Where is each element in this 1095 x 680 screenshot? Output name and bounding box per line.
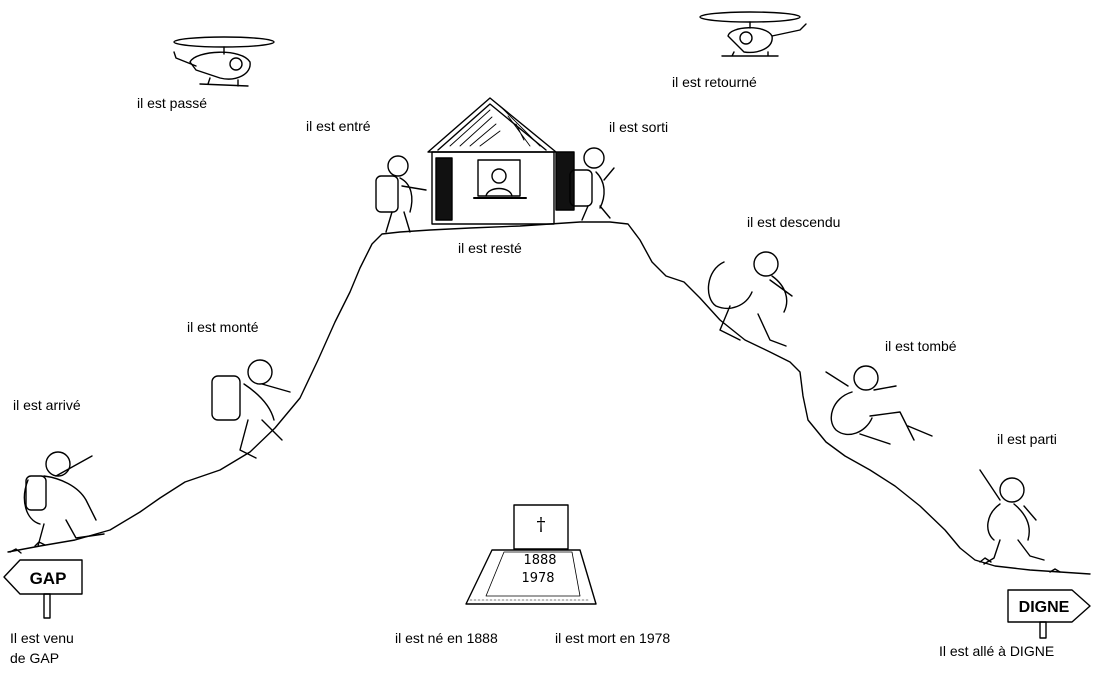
sign-digne — [1007, 589, 1091, 639]
label-venu-line1: Il est venu — [10, 630, 74, 646]
label-descendu: il est descendu — [747, 214, 841, 230]
hiker-figure — [23, 451, 105, 547]
hiker-figure — [211, 359, 291, 459]
label-sorti: il est sorti — [609, 119, 669, 135]
tombstone — [465, 504, 597, 605]
mountain-slope — [7, 221, 1091, 575]
tombstone-birth-year: 1888 — [523, 553, 556, 568]
sign-gap-text: GAP — [30, 569, 67, 588]
hiker-figure — [375, 155, 427, 233]
helicopter-icon — [173, 36, 275, 87]
label-retourne: il est retourné — [672, 74, 757, 90]
hiker-figure — [569, 147, 615, 221]
mountain-hut — [427, 97, 575, 225]
label-reste: il est resté — [458, 240, 522, 256]
label-venu-line2: de GAP — [10, 650, 60, 666]
label-tombe: il est tombé — [885, 338, 957, 354]
tombstone-death-year: 1978 — [521, 571, 554, 586]
label-entre: il est entré — [306, 118, 371, 134]
label-parti: il est parti — [997, 431, 1057, 447]
helicopter-icon — [699, 11, 807, 57]
tombstone-cross: † — [537, 514, 546, 535]
label-ne: il est né en 1888 — [395, 630, 498, 646]
sign-digne-text: DIGNE — [1019, 599, 1070, 616]
label-monte: il est monté — [187, 319, 259, 335]
label-mort: il est mort en 1978 — [555, 630, 671, 646]
sign-gap — [3, 559, 83, 619]
hiker-figure — [825, 365, 933, 445]
label-passe: il est passé — [137, 95, 208, 111]
hiker-figure — [707, 251, 793, 347]
hiker-figure — [979, 469, 1045, 565]
label-arrive: il est arrivé — [13, 397, 81, 413]
label-alle: Il est allé à DIGNE — [939, 643, 1055, 659]
